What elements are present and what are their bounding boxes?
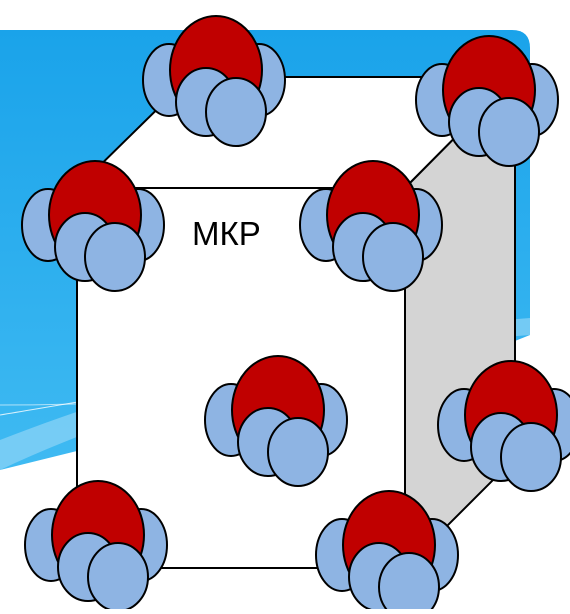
cube-label: МКР [192,215,261,252]
molecule [437,360,570,492]
hydrogen-atom [362,222,424,292]
hydrogen-atom [84,222,146,292]
hydrogen-atom [267,417,329,487]
molecule [315,490,459,614]
hydrogen-atom [87,542,149,612]
molecule [299,160,443,292]
molecule [142,15,286,147]
hydrogen-atom [478,97,540,167]
molecule [204,355,348,487]
hydrogen-atom [500,422,562,492]
hydrogen-atom [205,77,267,147]
molecule [21,160,165,292]
molecule [415,35,559,167]
hydrogen-atom [378,552,440,614]
molecule [24,480,168,612]
